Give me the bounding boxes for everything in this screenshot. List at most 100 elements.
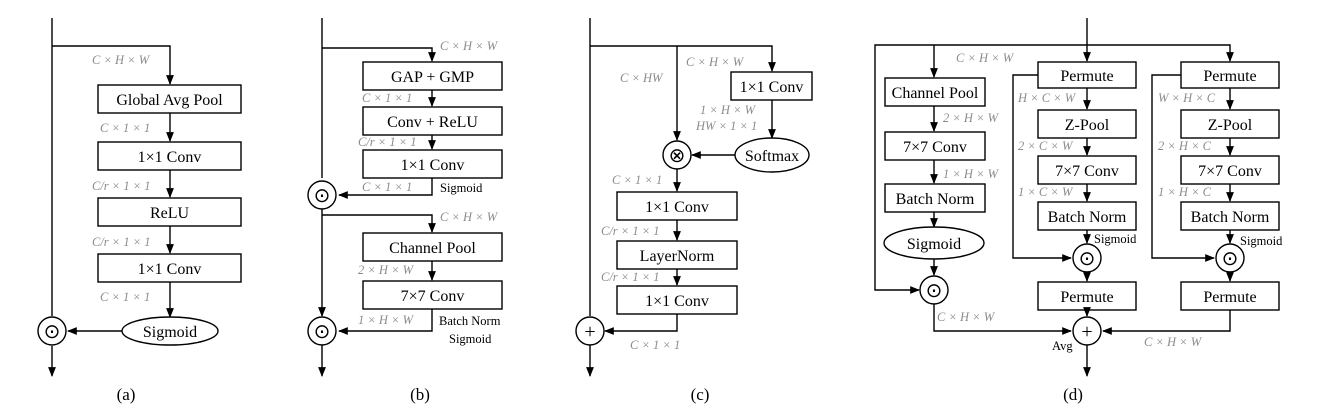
diagram-a: C × H × W Global Avg Pool C × 1 × 1 1×1 … bbox=[37, 18, 242, 404]
d-sigmoid2-label: Sigmoid bbox=[1094, 232, 1137, 246]
d-multiply-symbol-3: ⊙ bbox=[1222, 248, 1239, 270]
a-dim-3: C/r × 1 × 1 bbox=[92, 235, 151, 249]
diagram-d: C × H × W Channel Pool 2 × H × W 7×7 Con… bbox=[874, 18, 1283, 404]
d-batchnorm-box bbox=[884, 183, 986, 213]
d-sigmoid3-label: Sigmoid bbox=[1240, 234, 1283, 248]
b-gap-gmp-label: GAP + GMP bbox=[391, 69, 474, 86]
b-channel-pool-box bbox=[362, 232, 503, 262]
b-dim-chw-1: C × H × W bbox=[440, 39, 499, 53]
c-layernorm-label: LayerNorm bbox=[640, 248, 715, 265]
a-dim-1: C × 1 × 1 bbox=[100, 121, 150, 135]
b-batchnorm-label: Batch Norm bbox=[439, 314, 501, 328]
b-conv-relu-label: Conv + ReLU bbox=[387, 114, 478, 131]
c-conv3-label: 1×1 Conv bbox=[645, 293, 709, 310]
d-dim-3: H × C × W bbox=[1017, 91, 1077, 105]
diagram-b: C × H × W GAP + GMP C × 1 × 1 Conv + ReL… bbox=[307, 18, 503, 404]
d-dim-chw-right: C × H × W bbox=[1144, 335, 1203, 349]
d-multiply-symbol-1: ⊙ bbox=[926, 280, 943, 302]
c-dim-6: C × 1 × 1 bbox=[630, 338, 680, 352]
d-permute1b-label: Permute bbox=[1060, 289, 1113, 306]
b-conv-label: 1×1 Conv bbox=[401, 157, 465, 174]
d-add-symbol: + bbox=[1081, 321, 1092, 343]
b-dim-1: C × 1 × 1 bbox=[362, 91, 412, 105]
b-sigmoid2-label: Sigmoid bbox=[449, 332, 492, 346]
a-conv1-label: 1×1 Conv bbox=[138, 149, 202, 166]
a-conv1-box bbox=[97, 141, 242, 171]
b-dim-5: 1 × H × W bbox=[358, 313, 415, 327]
d-permute1b-box bbox=[1037, 281, 1137, 311]
d-conv7c-label: 7×7 Conv bbox=[1198, 163, 1262, 180]
b-dim-3: C × 1 × 1 bbox=[362, 180, 412, 194]
d-avg-label: Avg bbox=[1052, 339, 1073, 353]
d-dim-1: 2 × H × W bbox=[943, 111, 1000, 125]
c-conv1-box bbox=[730, 71, 813, 101]
diagram-c: C × H × W C × HW 1×1 Conv 1 × H × W HW ×… bbox=[575, 18, 813, 404]
d-dim-4: 2 × C × W bbox=[1018, 139, 1074, 153]
a-caption: (a) bbox=[117, 385, 136, 404]
d-dim-6: W × H × C bbox=[1158, 91, 1216, 105]
c-caption: (c) bbox=[691, 385, 710, 404]
c-conv2-box bbox=[616, 191, 738, 221]
b-dim-chw-2: C × H × W bbox=[440, 210, 499, 224]
d-batchnorm-label: Batch Norm bbox=[896, 191, 975, 208]
a-dim-4: C × 1 × 1 bbox=[100, 290, 150, 304]
a-relu-label: ReLU bbox=[150, 205, 190, 222]
c-conv1-label: 1×1 Conv bbox=[740, 79, 804, 96]
b-dim-2: C/r × 1 × 1 bbox=[358, 135, 417, 149]
d-batchnorm3-label: Batch Norm bbox=[1191, 209, 1270, 226]
d-permute2b-box bbox=[1180, 281, 1280, 311]
b-conv-box bbox=[362, 149, 503, 179]
c-dim-3: C × 1 × 1 bbox=[612, 173, 662, 187]
c-dim-5: C/r × 1 × 1 bbox=[601, 270, 660, 284]
b-conv7-label: 7×7 Conv bbox=[401, 288, 465, 305]
d-multiply-symbol-2: ⊙ bbox=[1079, 248, 1096, 270]
d-channel-pool-box bbox=[884, 77, 986, 107]
b-sigmoid-label: Sigmoid bbox=[440, 181, 483, 195]
d-caption: (d) bbox=[1063, 385, 1083, 404]
d-channel-pool-label: Channel Pool bbox=[892, 85, 979, 102]
a-sigmoid-label: Sigmoid bbox=[143, 324, 197, 341]
c-conv3-box bbox=[616, 285, 738, 315]
c-add-symbol: + bbox=[584, 321, 595, 343]
d-dim-chw-left: C × H × W bbox=[937, 310, 996, 324]
a-multiply-node bbox=[37, 316, 67, 346]
a-dim-chw: C × H × W bbox=[92, 53, 151, 67]
a-dim-2: C/r × 1 × 1 bbox=[92, 179, 151, 193]
a-global-avg-pool-box bbox=[97, 84, 242, 114]
c-conv2-label: 1×1 Conv bbox=[645, 199, 709, 216]
b-dim-4: 2 × H × W bbox=[358, 263, 415, 277]
b-caption: (b) bbox=[410, 385, 430, 404]
d-conv7b-label: 7×7 Conv bbox=[1055, 163, 1119, 180]
d-conv7-box bbox=[884, 131, 986, 161]
d-permute2b-label: Permute bbox=[1203, 289, 1256, 306]
d-zpool2-label: Z-Pool bbox=[1208, 117, 1253, 134]
d-permute2-label: Permute bbox=[1203, 68, 1256, 85]
d-dim-7: 2 × H × C bbox=[1158, 139, 1212, 153]
d-batchnorm2-label: Batch Norm bbox=[1048, 209, 1127, 226]
c-dim-4: C/r × 1 × 1 bbox=[601, 224, 660, 238]
a-conv2-label: 1×1 Conv bbox=[138, 261, 202, 278]
a-relu-box bbox=[97, 197, 242, 227]
c-layernorm-box bbox=[616, 240, 738, 270]
d-conv7-label: 7×7 Conv bbox=[903, 139, 967, 156]
c-dim-2: HW × 1 × 1 bbox=[695, 119, 757, 133]
c-dim-1: 1 × H × W bbox=[700, 103, 757, 117]
d-permute1-box bbox=[1037, 61, 1137, 89]
b-multiply-symbol-2: ⊙ bbox=[314, 321, 331, 343]
b-multiply-symbol-1: ⊙ bbox=[314, 185, 331, 207]
d-dim-5: 1 × C × W bbox=[1018, 185, 1074, 199]
a-global-avg-pool-label: Global Avg Pool bbox=[116, 92, 223, 109]
a-multiply-symbol: ⊙ bbox=[44, 321, 61, 343]
c-matmul-symbol: ⊗ bbox=[669, 145, 686, 167]
b-gap-gmp-box bbox=[362, 61, 503, 91]
d-dim-8: 1 × H × C bbox=[1158, 185, 1212, 199]
d-dim-2: 1 × H × W bbox=[943, 167, 1000, 181]
d-dim-chw-top: C × H × W bbox=[956, 51, 1015, 65]
c-dim-chw-flat: C × HW bbox=[620, 71, 664, 85]
d-permute1-label: Permute bbox=[1060, 68, 1113, 85]
d-sigmoid-label: Sigmoid bbox=[907, 236, 961, 253]
d-zpool1-label: Z-Pool bbox=[1065, 117, 1110, 134]
d-zpool2-box bbox=[1180, 109, 1280, 139]
a-conv2-box bbox=[97, 253, 242, 283]
c-softmax-label: Softmax bbox=[745, 148, 799, 165]
